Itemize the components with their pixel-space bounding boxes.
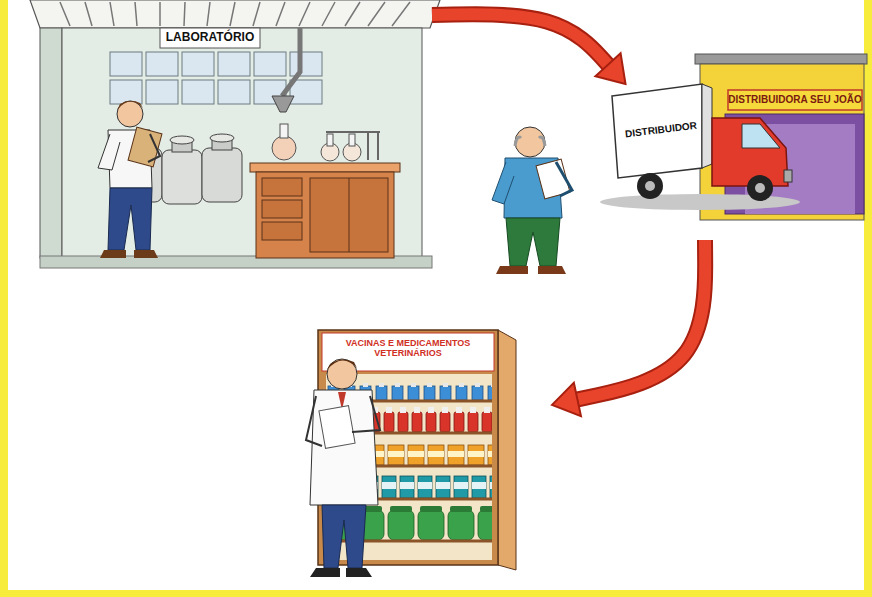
laboratory-building-part bbox=[146, 52, 178, 76]
milk-cans-part bbox=[162, 150, 202, 204]
pharmacist bbox=[306, 359, 380, 577]
lab-equipment-part bbox=[280, 124, 288, 138]
laboratory-building-part bbox=[60, 2, 410, 26]
delivery-truck-part bbox=[712, 118, 788, 186]
node-label: LABORATÓRIO bbox=[160, 31, 260, 45]
arrow-head bbox=[552, 383, 581, 416]
milk-cans-part bbox=[202, 148, 242, 202]
arrow-shaft bbox=[432, 14, 609, 66]
inspector-part bbox=[492, 162, 514, 204]
delivery-truck-part bbox=[702, 84, 712, 168]
laboratory-building-part bbox=[182, 52, 214, 76]
inspector-part bbox=[515, 137, 545, 146]
lab-worker-part bbox=[98, 134, 120, 170]
lab-worker-part bbox=[117, 101, 143, 127]
arrow-shaft-outline bbox=[575, 240, 705, 400]
delivery-truck-part bbox=[747, 175, 773, 201]
arrow-shaft bbox=[575, 240, 705, 400]
laboratory-building-part bbox=[182, 80, 214, 104]
lab-counter bbox=[250, 163, 400, 258]
truck-node: DISTRIBUIDOR bbox=[612, 84, 762, 240]
laboratory-building bbox=[30, 0, 440, 268]
delivery-truck-part bbox=[755, 183, 765, 193]
node-label: DISTRIBUIDOR bbox=[618, 119, 705, 141]
laboratory-building-part bbox=[290, 52, 322, 76]
delivery-truck-part bbox=[637, 173, 663, 199]
milk-cans-part bbox=[210, 134, 234, 142]
pharmacist-part bbox=[327, 359, 357, 389]
laboratory-building-part bbox=[254, 52, 286, 76]
laboratory-building-part bbox=[110, 52, 142, 76]
lab-counter-part bbox=[349, 178, 350, 252]
page-panel bbox=[8, 0, 864, 590]
lab-equipment-part bbox=[272, 136, 296, 160]
milk-cans-part bbox=[170, 136, 194, 144]
delivery-truck-part bbox=[742, 124, 780, 148]
delivery-truck-part bbox=[600, 194, 800, 210]
inspector bbox=[492, 127, 572, 274]
delivery-truck-part bbox=[645, 181, 655, 191]
pharmacist-part bbox=[310, 568, 372, 577]
laboratory-building-part bbox=[110, 80, 142, 104]
arrow-head bbox=[595, 53, 625, 84]
lab-counter-part bbox=[262, 178, 302, 196]
pharmacist-part bbox=[310, 390, 378, 505]
lab-equipment-part bbox=[349, 134, 355, 146]
distributor-sign-node: DISTRIBUIDORA SEU JOÃO bbox=[728, 90, 862, 110]
lab-equipment-part bbox=[327, 134, 333, 146]
delivery-truck-part bbox=[784, 170, 792, 182]
node-label: DISTRIBUIDORA SEU JOÃO bbox=[728, 94, 862, 106]
lab-equipment-part bbox=[282, 28, 300, 96]
laboratory-node: LABORATÓRIO bbox=[20, 0, 432, 270]
pharmacist-part bbox=[352, 396, 380, 432]
pharmacist-part bbox=[319, 406, 355, 449]
lab-equipment-part bbox=[272, 96, 294, 112]
medicine-shelf-part bbox=[498, 330, 516, 570]
inspector-part bbox=[515, 127, 545, 157]
laboratory-building-part bbox=[218, 52, 250, 76]
inspector-part bbox=[506, 218, 560, 266]
lab-counter-part bbox=[262, 200, 302, 218]
lab-worker-part bbox=[100, 250, 158, 258]
pharmacist-part bbox=[322, 505, 366, 568]
pharmacist-part bbox=[306, 396, 322, 446]
laboratory-building-part bbox=[290, 80, 322, 104]
inspector-part bbox=[496, 266, 566, 274]
laboratory-building-part bbox=[160, 28, 260, 48]
laboratory-building-part bbox=[218, 80, 250, 104]
arrow-shaft-outline bbox=[432, 14, 609, 66]
lab-worker-part bbox=[108, 188, 152, 250]
flow-arrow bbox=[552, 240, 705, 416]
laboratory-building-part bbox=[62, 28, 422, 260]
distributor-building-part bbox=[695, 54, 867, 64]
lab-counter-part bbox=[262, 222, 302, 240]
laboratory-building-part bbox=[30, 0, 440, 28]
page-panel-part bbox=[8, 0, 864, 590]
lab-worker bbox=[98, 101, 162, 258]
pharmacist-part bbox=[327, 359, 357, 370]
inspector-part bbox=[556, 162, 572, 196]
laboratory-building-part bbox=[146, 80, 178, 104]
shelf-node: VACINAS E MEDICAMENTOS VETERINÁRIOS bbox=[300, 325, 552, 587]
distributor-building-part bbox=[728, 90, 862, 110]
lab-counter-part bbox=[250, 163, 400, 172]
lab-worker-part bbox=[117, 101, 143, 110]
lab-worker-part bbox=[148, 134, 160, 162]
lab-counter-part bbox=[310, 178, 388, 252]
lab-counter-part bbox=[256, 172, 394, 258]
lab-equipment-part bbox=[326, 132, 380, 160]
lab-equipment bbox=[272, 28, 380, 161]
flow-arrow bbox=[432, 14, 626, 84]
node-label: VACINAS E MEDICAMENTOS VETERINÁRIOS bbox=[324, 338, 492, 359]
laboratory-building-part bbox=[40, 28, 62, 258]
lab-worker-part bbox=[128, 127, 162, 167]
